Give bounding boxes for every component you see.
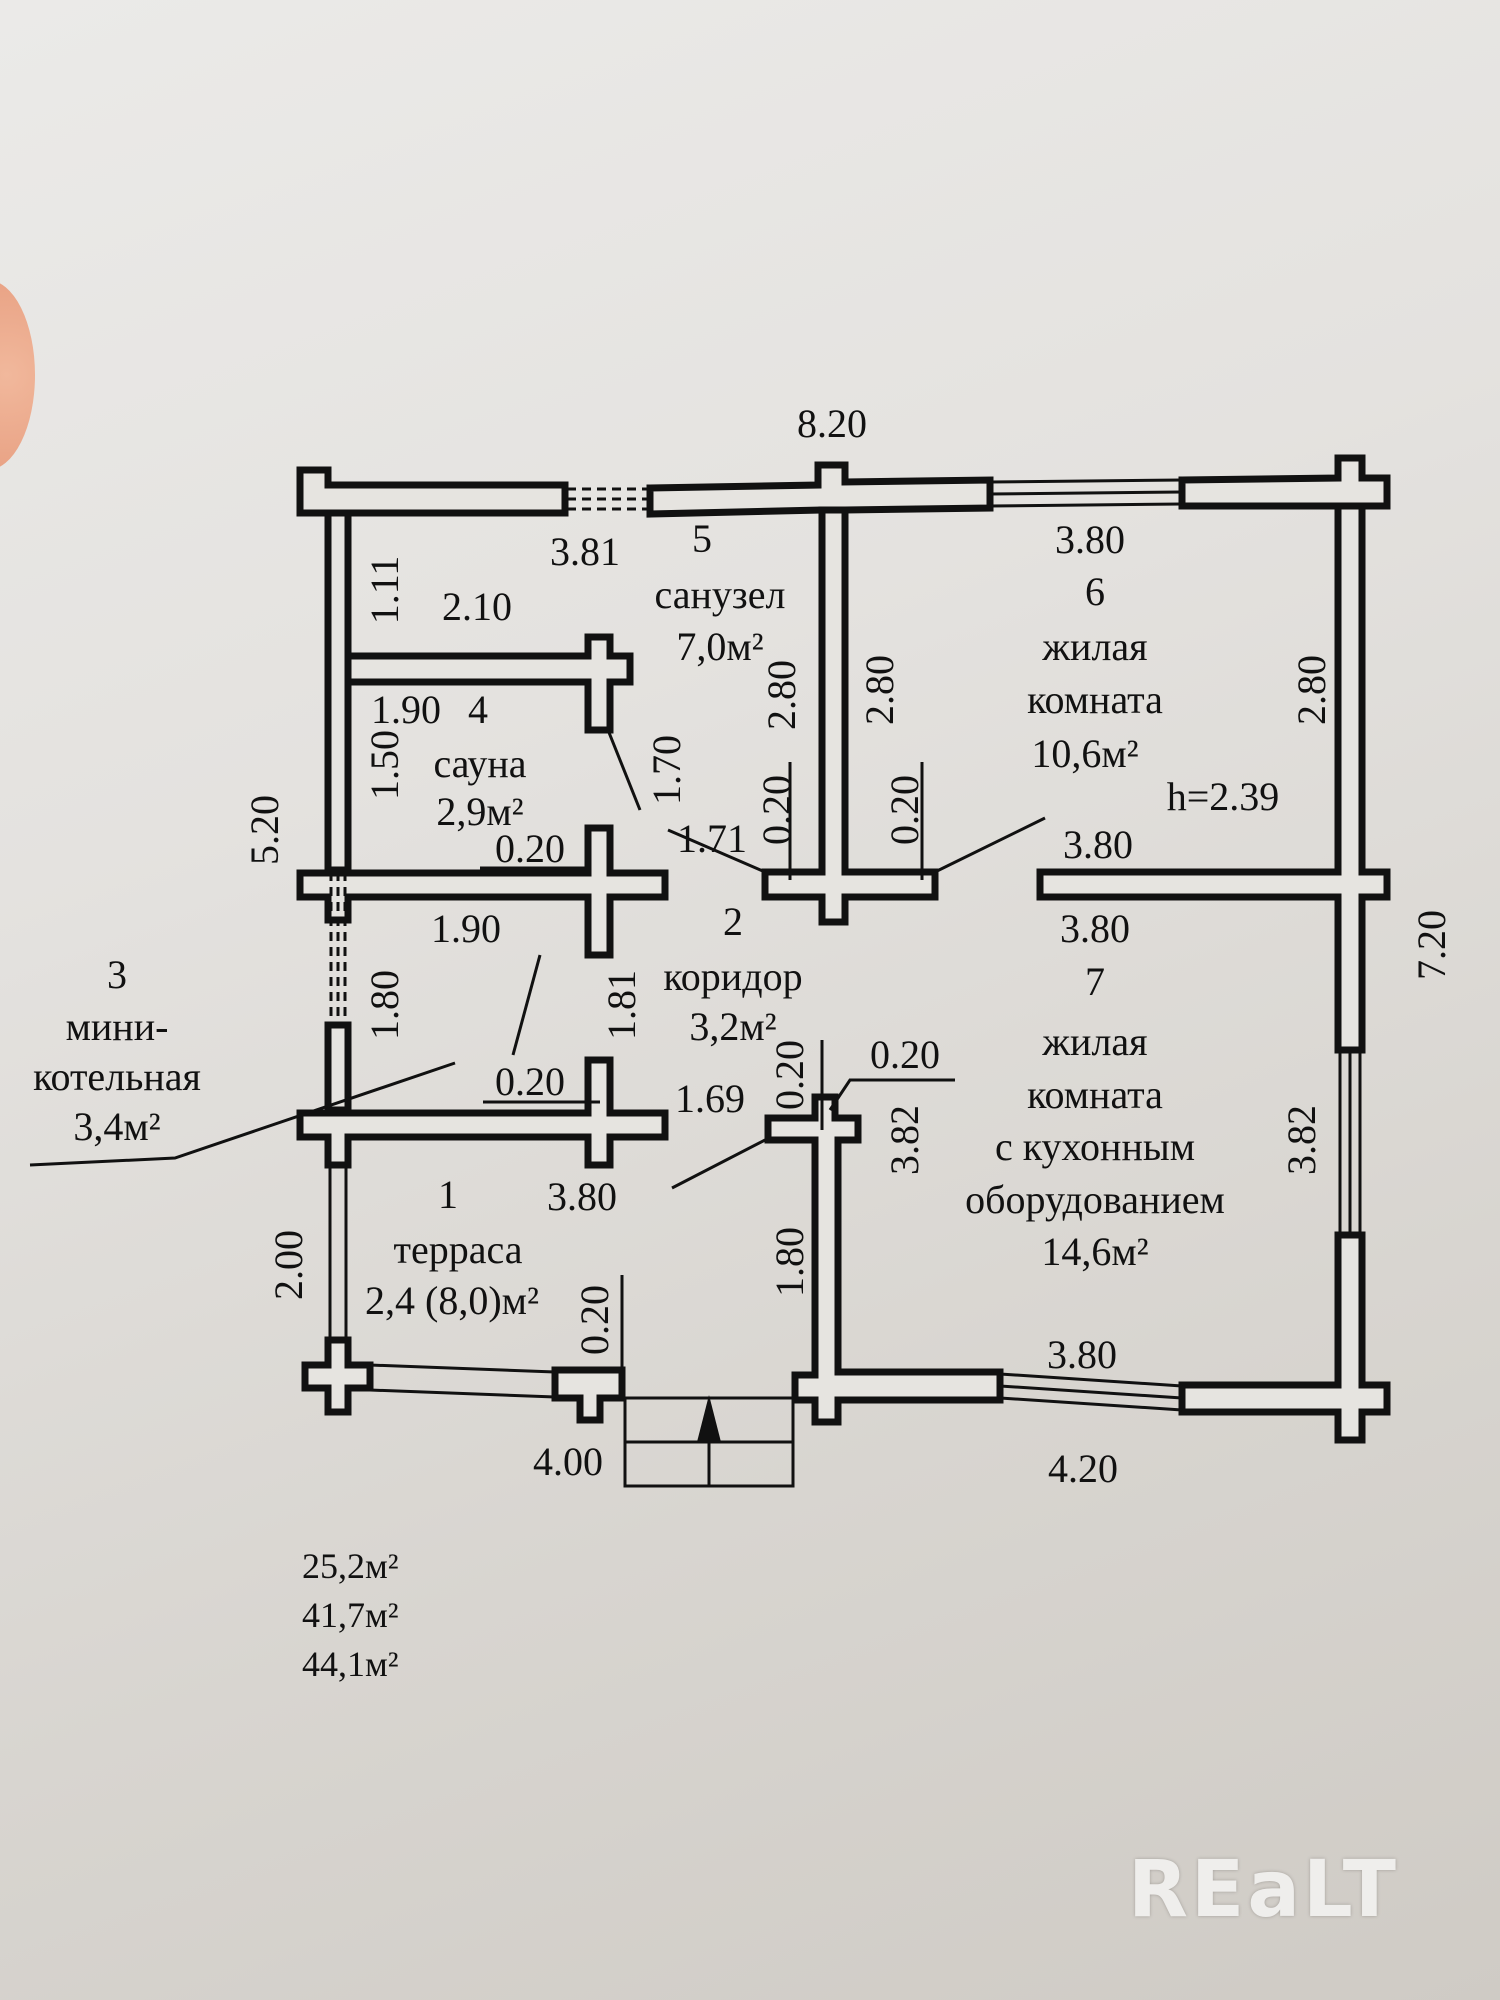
- dim: 0.20: [495, 826, 565, 871]
- room-name-line: с кухонным: [995, 1124, 1195, 1169]
- dim-top-width: 8.20: [797, 401, 867, 446]
- dim: 1.81: [599, 970, 644, 1040]
- room-number: 5: [692, 516, 712, 561]
- room-area: 3,2м²: [689, 1004, 776, 1049]
- dim: 0.20: [754, 775, 799, 845]
- dim: 1.70: [644, 735, 689, 805]
- room-name: терраса: [394, 1227, 523, 1272]
- dim: 0.20: [870, 1032, 940, 1077]
- dim: 3.80: [1063, 822, 1133, 867]
- room-name-line: мини-: [66, 1004, 169, 1049]
- dim: 1.50: [362, 730, 407, 800]
- room-name: сауна: [433, 741, 526, 786]
- dim: 1.69: [675, 1076, 745, 1121]
- room-name-line: оборудованием: [965, 1177, 1225, 1222]
- dim: 1.11: [362, 556, 407, 625]
- dim: 2.80: [857, 655, 902, 725]
- leader-lines: [29, 729, 1046, 1372]
- room-area: 3,4м²: [73, 1104, 160, 1149]
- dim: 3.82: [882, 1105, 927, 1175]
- dim-right-height: 7.20: [1409, 910, 1454, 980]
- dim: 1.80: [362, 970, 407, 1040]
- room-name-line: жилая: [1041, 1019, 1147, 1064]
- dim: 1.90: [431, 906, 501, 951]
- dim: 3.81: [550, 529, 620, 574]
- realt-watermark-logo: REaLT: [1128, 1845, 1399, 1935]
- dim: 2.00: [266, 1230, 311, 1300]
- dim: 3.80: [1055, 517, 1125, 562]
- room-name-line: комната: [1027, 1072, 1163, 1117]
- dim: 0.20: [767, 1040, 812, 1110]
- room-number: 4: [468, 687, 488, 732]
- total-area-living: 25,2м²: [302, 1546, 399, 1586]
- room-name-line: котельная: [33, 1054, 201, 1099]
- dim: 1.90: [371, 687, 441, 732]
- dim: 2.80: [759, 660, 804, 730]
- entrance-arrow-icon: [697, 1395, 721, 1442]
- dim: 0.20: [495, 1059, 565, 1104]
- room-number: 2: [723, 899, 743, 944]
- room-area: 7,0м²: [676, 624, 763, 669]
- room-area: 10,6м²: [1031, 731, 1138, 776]
- room-name: санузел: [655, 572, 786, 617]
- room-name-line: жилая: [1041, 624, 1147, 669]
- walls: [296, 454, 1391, 1444]
- dim: 3.82: [1279, 1105, 1324, 1175]
- dim: 2.10: [442, 584, 512, 629]
- dim-left-height: 5.20: [242, 795, 287, 865]
- dim: 0.20: [882, 775, 927, 845]
- labels: 8.20 5.20 7.20 4.00 4.20 3.81 5 2.10 1.1…: [33, 401, 1454, 1684]
- room-number: 7: [1085, 959, 1105, 1004]
- total-area-with-terrace: 44,1м²: [302, 1644, 399, 1684]
- room-name-line: комната: [1027, 677, 1163, 722]
- dim: 2.80: [1289, 655, 1334, 725]
- room-name: коридор: [663, 954, 802, 999]
- dim-bottom-right: 4.20: [1048, 1446, 1118, 1491]
- ceiling-height: h=2.39: [1167, 774, 1280, 819]
- dim: 3.80: [1047, 1332, 1117, 1377]
- dim: 1.71: [677, 816, 747, 861]
- room-number: 6: [1085, 569, 1105, 614]
- dim-bottom-left: 4.00: [533, 1439, 603, 1484]
- room-area: 2,4 (8,0)м²: [365, 1278, 539, 1323]
- room-area: 14,6м²: [1041, 1229, 1148, 1274]
- room-area: 2,9м²: [436, 789, 523, 834]
- room-number: 1: [438, 1172, 458, 1217]
- dim: 3.80: [547, 1174, 617, 1219]
- room-number: 3: [107, 952, 127, 997]
- entrance-steps: [623, 1395, 795, 1488]
- windows: [328, 478, 1362, 1412]
- dim: 3.80: [1060, 906, 1130, 951]
- total-area-total: 41,7м²: [302, 1595, 399, 1635]
- dim: 1.80: [767, 1227, 812, 1297]
- dim: 0.20: [572, 1285, 617, 1355]
